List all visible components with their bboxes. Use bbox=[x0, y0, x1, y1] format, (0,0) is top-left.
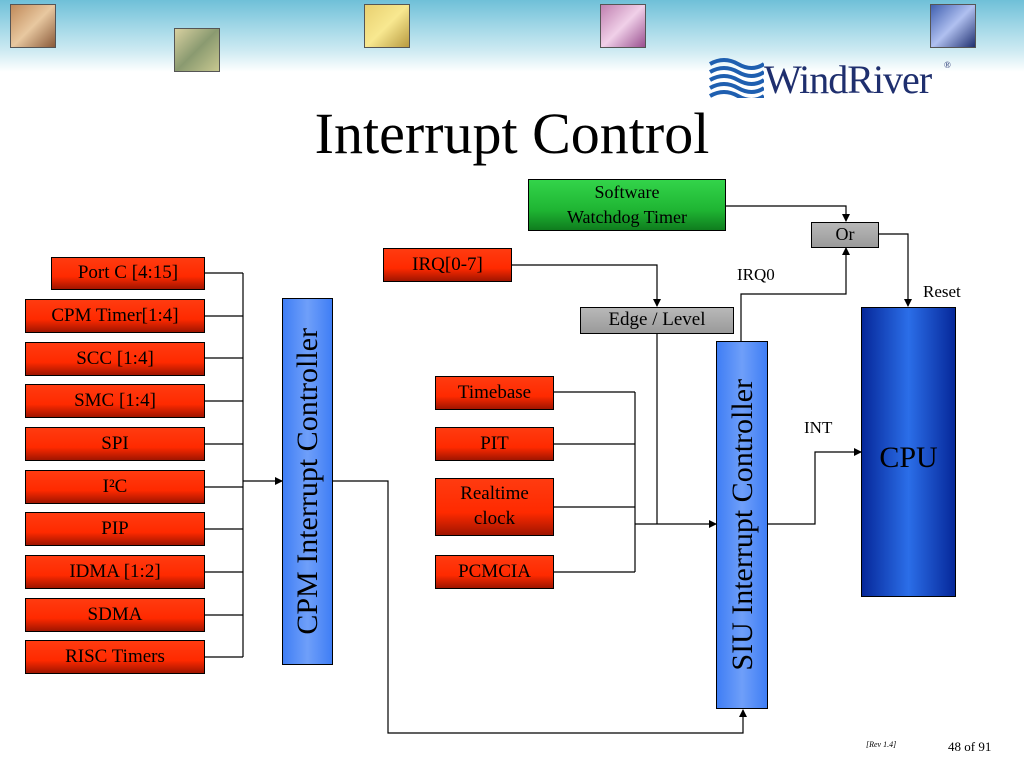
siu-source-realtime-clock: Realtime clock bbox=[435, 478, 554, 536]
windriver-logo: WindRiver ® bbox=[708, 54, 953, 102]
circuit-board-photo-icon bbox=[174, 28, 220, 72]
cpm-source-i2c: I²C bbox=[25, 470, 205, 504]
siu-source-pit: PIT bbox=[435, 427, 554, 461]
siu-source-timebase: Timebase bbox=[435, 376, 554, 410]
cpm-source-pip: PIP bbox=[25, 512, 205, 546]
int-signal-label: INT bbox=[804, 418, 833, 437]
cpm-source-label: SMC [1:4] bbox=[74, 389, 156, 411]
cpm-source-label: Port C [4:15] bbox=[77, 262, 179, 284]
cpm-controller-label: CPM Interrupt Controller bbox=[291, 328, 324, 635]
siu-source-label-line1: Realtime bbox=[460, 483, 529, 505]
siu-source-label-line2: clock bbox=[473, 508, 516, 529]
computer-photo-icon bbox=[930, 4, 976, 48]
cpm-source-sdma: SDMA bbox=[25, 598, 205, 632]
cpm-source-label: IDMA [1:2] bbox=[69, 560, 161, 582]
revision-label: [Rev 1.4] bbox=[866, 740, 897, 749]
cpm-source-label: CPM Timer[1:4] bbox=[51, 304, 179, 326]
header-banner bbox=[0, 0, 1024, 72]
edge-level-select: Edge / Level bbox=[580, 307, 734, 334]
cpm-interrupt-controller: CPM Interrupt Controller bbox=[282, 298, 333, 665]
or-gate: Or bbox=[811, 222, 879, 248]
document-photo-icon bbox=[600, 4, 646, 48]
cpm-source-label: SDMA bbox=[87, 603, 143, 625]
siu-interrupt-controller: SIU Interrupt Controller bbox=[716, 341, 768, 709]
cpm-source-cpm-timer: CPM Timer[1:4] bbox=[25, 299, 205, 333]
siu-source-label: Timebase bbox=[457, 381, 532, 403]
windriver-waves-icon bbox=[709, 58, 764, 98]
or-gate-label: Or bbox=[835, 224, 855, 245]
irq-source: IRQ[0-7] bbox=[383, 248, 512, 282]
siu-source-pcmcia: PCMCIA bbox=[435, 555, 554, 589]
cpm-source-label: SPI bbox=[101, 432, 129, 454]
cpm-source-port-c: Port C [4:15] bbox=[51, 257, 205, 290]
siu-controller-label: SIU Interrupt Controller bbox=[725, 379, 759, 671]
page-title: Interrupt Control bbox=[314, 101, 710, 166]
cpm-source-label: RISC Timers bbox=[65, 645, 165, 667]
logo-registered-mark: ® bbox=[944, 60, 951, 70]
cpm-source-label: SCC [1:4] bbox=[76, 347, 154, 369]
logo-text: WindRiver bbox=[764, 57, 932, 102]
cpm-source-label: I²C bbox=[102, 475, 128, 497]
reset-signal-label: Reset bbox=[923, 282, 961, 301]
cpm-source-scc: SCC [1:4] bbox=[25, 342, 205, 376]
cpm-source-smc: SMC [1:4] bbox=[25, 384, 205, 418]
airplane-photo-icon bbox=[364, 4, 410, 48]
cpu-label: CPU bbox=[879, 441, 938, 474]
edge-level-label: Edge / Level bbox=[608, 309, 706, 331]
page-number: 48 of 91 bbox=[948, 739, 992, 754]
telephone-photo-icon bbox=[10, 4, 56, 48]
cpm-source-idma: IDMA [1:2] bbox=[25, 555, 205, 589]
cpm-source-risc-timers: RISC Timers bbox=[25, 640, 205, 674]
irq-label: IRQ[0-7] bbox=[412, 253, 483, 275]
software-watchdog-timer: Software Watchdog Timer bbox=[528, 179, 726, 231]
cpm-source-label: PIP bbox=[101, 517, 129, 539]
siu-source-label: PIT bbox=[480, 432, 509, 454]
siu-source-label: PCMCIA bbox=[458, 560, 531, 582]
cpm-source-spi: SPI bbox=[25, 427, 205, 461]
cpu-block: CPU bbox=[861, 307, 956, 597]
watchdog-label-line1: Software bbox=[594, 181, 660, 202]
watchdog-label-line2: Watchdog Timer bbox=[566, 207, 688, 227]
irq0-signal-label: IRQ0 bbox=[737, 265, 775, 284]
